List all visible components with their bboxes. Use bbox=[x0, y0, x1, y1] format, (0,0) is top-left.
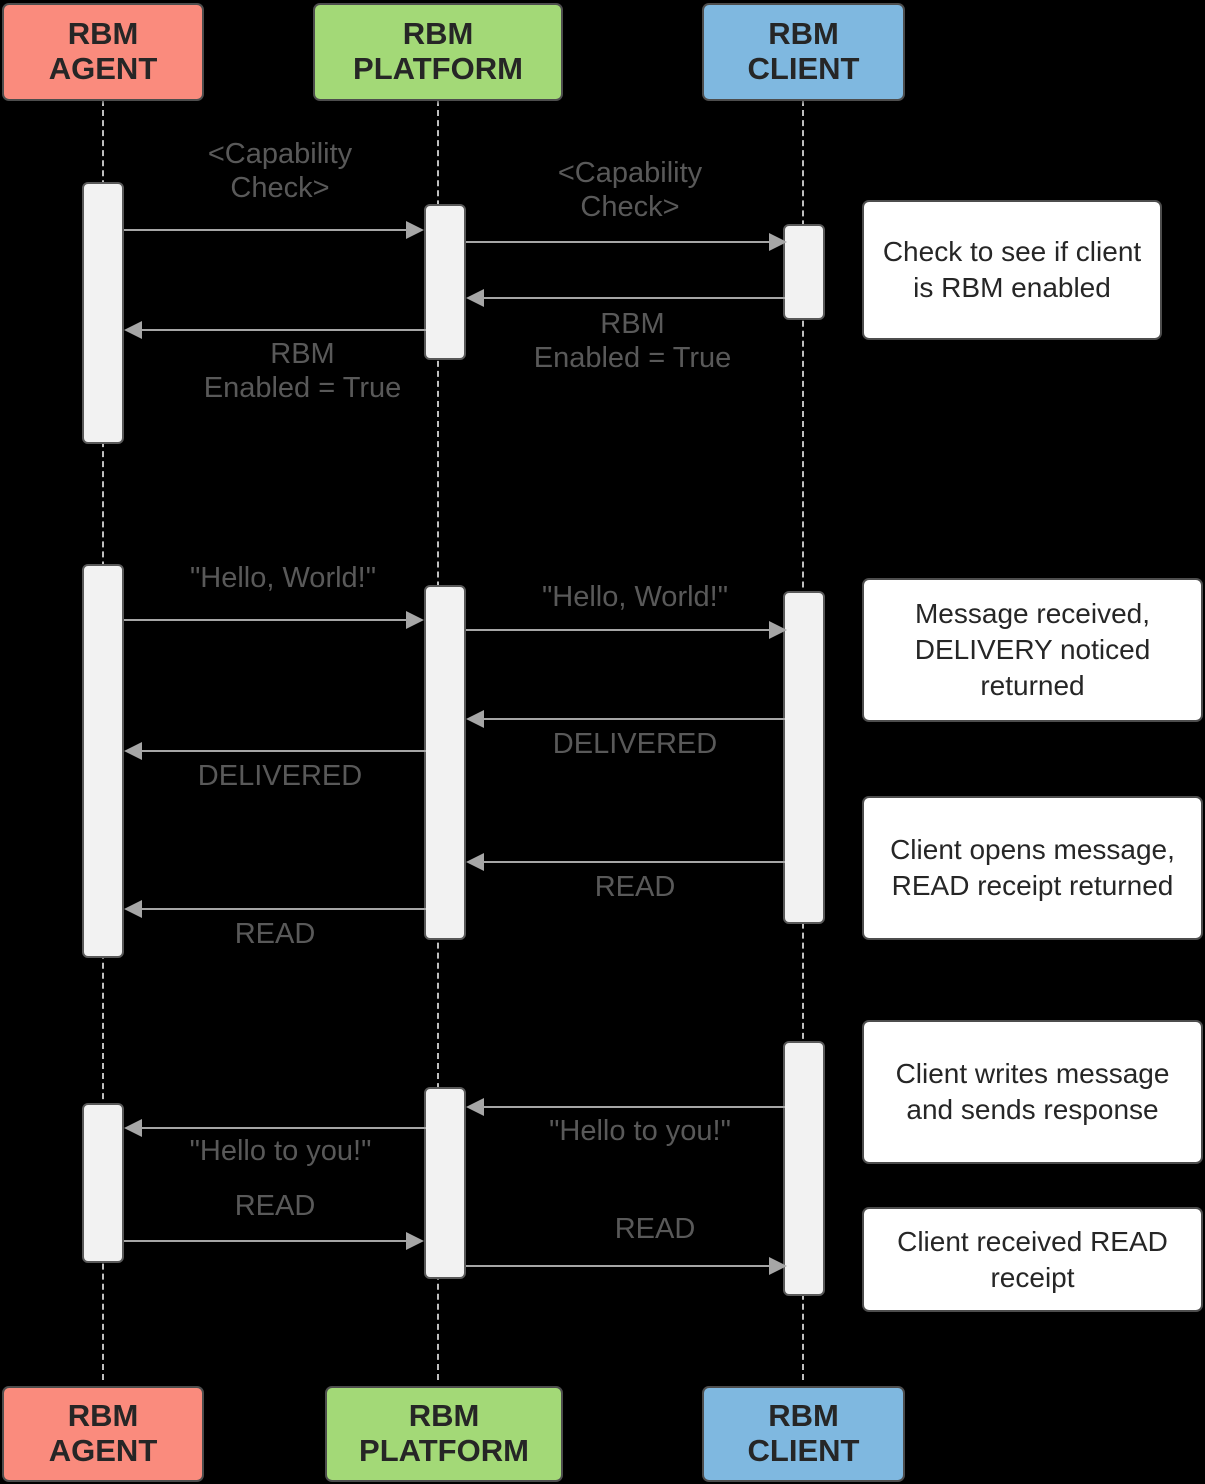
activation-platform-1 bbox=[424, 204, 466, 360]
participant-platform-footer-line2: PLATFORM bbox=[359, 1433, 529, 1468]
participant-agent-footer-line2: AGENT bbox=[48, 1433, 158, 1468]
message-label-m10: READ bbox=[234, 918, 316, 950]
participant-client-line1: RBM bbox=[768, 16, 839, 52]
arrow-head-m14 bbox=[769, 1257, 787, 1275]
activation-agent-2 bbox=[82, 564, 124, 958]
participant-agent-line1: RBM bbox=[67, 16, 139, 52]
activation-client-3 bbox=[783, 1041, 825, 1296]
activation-platform-3 bbox=[424, 1087, 466, 1279]
message-line-m9 bbox=[480, 861, 785, 863]
participant-platform-line1: RBM bbox=[402, 16, 474, 52]
activation-platform-2 bbox=[424, 585, 466, 940]
participant-platform-line2: PLATFORM bbox=[353, 51, 523, 86]
message-label-m5: "Hello, World!" bbox=[189, 562, 377, 594]
participant-client-footer-line2: CLIENT bbox=[747, 1433, 860, 1468]
message-label-m4: RBM Enabled = True bbox=[203, 338, 402, 404]
participant-agent-footer-line1: RBM bbox=[67, 1398, 139, 1434]
message-label-m7: DELIVERED bbox=[552, 728, 718, 760]
activation-client-2 bbox=[783, 591, 825, 924]
note-message-received: Message received, DELIVERY noticed retur… bbox=[862, 578, 1203, 722]
arrow-head-m9 bbox=[466, 853, 484, 871]
participant-platform-footer-line1: RBM bbox=[408, 1398, 480, 1434]
message-line-m4 bbox=[138, 329, 426, 331]
activation-agent-3 bbox=[82, 1103, 124, 1263]
arrow-head-m4 bbox=[124, 321, 142, 339]
message-label-m3: RBM Enabled = True bbox=[533, 308, 732, 374]
participant-footer-platform[interactable]: RBM PLATFORM bbox=[325, 1386, 563, 1482]
participant-header-agent[interactable]: RBM AGENT bbox=[2, 3, 204, 101]
note-client-opens-message: Client opens message, READ receipt retur… bbox=[862, 796, 1203, 940]
message-line-m8 bbox=[138, 750, 426, 752]
message-label-m2: <Capability Check> bbox=[557, 157, 703, 223]
participant-header-client[interactable]: RBM CLIENT bbox=[702, 3, 905, 101]
message-label-m11: "Hello to you!" bbox=[549, 1115, 731, 1147]
message-line-m5 bbox=[124, 619, 414, 621]
message-label-m12: "Hello to you!" bbox=[189, 1135, 372, 1167]
message-label-m9: READ bbox=[594, 871, 676, 903]
arrow-head-m10 bbox=[124, 900, 142, 918]
message-line-m11 bbox=[480, 1106, 785, 1108]
message-label-m14: READ bbox=[614, 1213, 696, 1245]
message-line-m3 bbox=[480, 297, 785, 299]
participant-client-line2: CLIENT bbox=[747, 51, 860, 86]
arrow-head-m5 bbox=[406, 611, 424, 629]
message-label-m13: READ bbox=[234, 1190, 316, 1222]
participant-footer-client[interactable]: RBM CLIENT bbox=[702, 1386, 905, 1482]
arrow-head-m1 bbox=[406, 221, 424, 239]
message-line-m10 bbox=[138, 908, 426, 910]
message-line-m13 bbox=[124, 1240, 414, 1242]
participant-footer-agent[interactable]: RBM AGENT bbox=[2, 1386, 204, 1482]
arrow-head-m2 bbox=[769, 233, 787, 251]
arrow-head-m6 bbox=[769, 621, 787, 639]
arrow-head-m7 bbox=[466, 710, 484, 728]
note-client-received-read: Client received READ receipt bbox=[862, 1207, 1203, 1312]
arrow-head-m11 bbox=[466, 1098, 484, 1116]
participant-header-platform[interactable]: RBM PLATFORM bbox=[313, 3, 563, 101]
message-line-m14 bbox=[466, 1265, 777, 1267]
arrow-head-m12 bbox=[124, 1119, 142, 1137]
message-line-m12 bbox=[138, 1127, 426, 1129]
activation-client-1 bbox=[783, 224, 825, 320]
arrow-head-m3 bbox=[466, 289, 484, 307]
message-label-m8: DELIVERED bbox=[197, 760, 363, 792]
message-label-m6: "Hello, World!" bbox=[541, 581, 729, 613]
message-line-m6 bbox=[466, 629, 777, 631]
participant-agent-line2: AGENT bbox=[48, 51, 158, 86]
arrow-head-m8 bbox=[124, 742, 142, 760]
participant-client-footer-line1: RBM bbox=[768, 1398, 839, 1434]
message-line-m7 bbox=[480, 718, 785, 720]
message-line-m2 bbox=[466, 241, 777, 243]
activation-agent-1 bbox=[82, 182, 124, 444]
note-capability-check: Check to see if client is RBM enabled bbox=[862, 200, 1162, 340]
arrow-head-m13 bbox=[406, 1232, 424, 1250]
message-line-m1 bbox=[124, 229, 414, 231]
message-label-m1: <Capability Check> bbox=[207, 138, 353, 204]
note-client-writes-message: Client writes message and sends response bbox=[862, 1020, 1203, 1164]
